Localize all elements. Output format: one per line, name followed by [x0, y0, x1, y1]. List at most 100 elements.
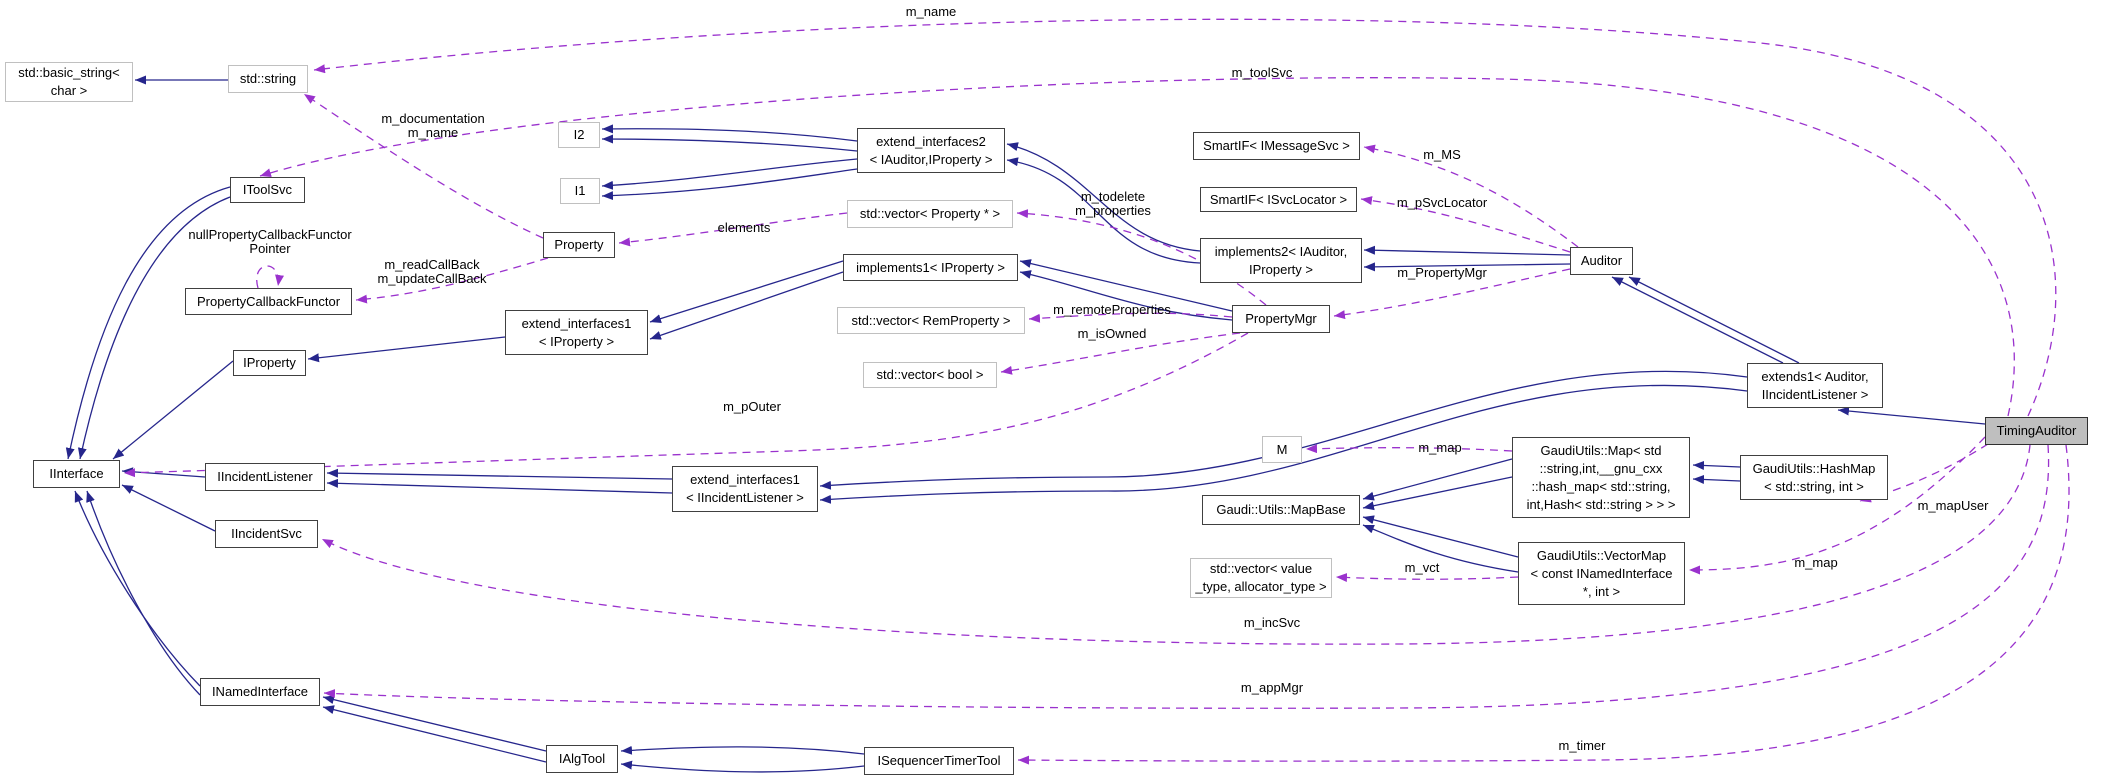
node-ialgtool-label: IAlgTool — [558, 751, 606, 766]
node-propertymgr[interactable]: PropertyMgr — [1232, 305, 1330, 333]
edge-label-line: m_updateCallBack — [377, 271, 487, 286]
edge-label-line: m_appMgr — [1240, 680, 1304, 695]
node-iinterface[interactable]: IInterface — [33, 460, 120, 488]
edge-propertymgr-to-vec_bool — [1000, 332, 1241, 375]
node-iincidentlistener[interactable]: IIncidentListener — [205, 463, 325, 491]
node-impl1[interactable]: implements1< IProperty > — [843, 254, 1018, 281]
edge-timingauditor-to-gvectormap — [1688, 436, 1986, 575]
node-extends1-label: IIncidentListener > — [1761, 386, 1869, 402]
node-basic_string[interactable]: std::basic_string<char > — [5, 62, 133, 102]
node-gmap[interactable]: GaudiUtils::Map< std::string,int,__gnu_c… — [1512, 437, 1690, 518]
edge-label-line: m_name — [905, 4, 957, 19]
edge-timingauditor-to-isequencertimertool — [1017, 444, 2070, 765]
edge-propertymgr-to-impl1 — [1019, 259, 1233, 312]
edge-label-m_incSvc: m_incSvc — [1244, 616, 1300, 630]
edge-label-m_name: m_name — [906, 5, 957, 19]
node-i2-label: I2 — [573, 127, 585, 142]
node-iincidentsvc-label: IIncidentSvc — [231, 526, 302, 541]
node-ghashmap-label: GaudiUtils::HashMap — [1752, 460, 1876, 476]
edge-label-line: m_isOwned — [1077, 326, 1147, 341]
edge-ei2-to-i1 — [601, 168, 858, 201]
edge-label-m_remoteProperties: m_remoteProperties — [1053, 303, 1171, 317]
node-i1-label: I1 — [574, 183, 586, 198]
edge-gmap-to-m_box — [1305, 444, 1513, 454]
node-gmap-label: GaudiUtils::Map< std — [1540, 442, 1662, 458]
edge-ei2-to-i2 — [601, 134, 858, 152]
edge-extends1-to-auditor — [1628, 276, 1800, 364]
node-smartif_msg[interactable]: SmartIF< IMessageSvc > — [1193, 132, 1360, 160]
edge-isequencertimertool-to-ialgtool — [620, 745, 865, 755]
node-itoolsvc-label: IToolSvc — [242, 182, 293, 197]
edge-label-line: m_pOuter — [723, 399, 781, 414]
edge-impl1-to-ei1_iproperty — [649, 271, 844, 340]
edge-timingauditor-to-inamedinterface — [323, 444, 2050, 709]
node-iincidentsvc[interactable]: IIncidentSvc — [215, 520, 318, 548]
node-impl2-label: IProperty > — [1249, 261, 1313, 277]
node-vec_bool[interactable]: std::vector< bool > — [863, 362, 997, 388]
node-ei1_iproperty-label: < IProperty > — [538, 333, 615, 349]
node-smartif_svc[interactable]: SmartIF< ISvcLocator > — [1200, 187, 1357, 212]
node-gvectormap[interactable]: GaudiUtils::VectorMap< const INamedInter… — [1518, 542, 1685, 605]
node-auditor[interactable]: Auditor — [1570, 247, 1633, 275]
node-inamedinterface[interactable]: INamedInterface — [200, 678, 320, 706]
edge-property-to-std_string — [303, 93, 544, 239]
edge-label-m_toolSvc: m_toolSvc — [1232, 66, 1293, 80]
edge-extends1-to-ei1_iil — [819, 370, 1748, 490]
node-ghashmap[interactable]: GaudiUtils::HashMap< std::string, int > — [1740, 455, 1888, 500]
node-vec_valuetype-label: std::vector< value — [1209, 561, 1313, 576]
node-property-label: Property — [554, 237, 604, 252]
node-vec_property[interactable]: std::vector< Property * > — [847, 200, 1013, 228]
node-pcf[interactable]: PropertyCallbackFunctor — [185, 288, 352, 315]
node-ei1_iproperty-label: extend_interfaces1 — [521, 315, 632, 331]
node-std_string-label: std::string — [239, 71, 297, 86]
node-vec_valuetype[interactable]: std::vector< value_type, allocator_type … — [1190, 558, 1332, 598]
node-ei2[interactable]: extend_interfaces2< IAuditor,IProperty > — [857, 128, 1005, 173]
node-timingauditor[interactable]: TimingAuditor — [1985, 417, 2088, 445]
edge-label-m_pOuter: m_pOuter — [723, 400, 781, 414]
edge-label-m_vct: m_vct — [1405, 561, 1440, 575]
edge-impl2-to-ei2 — [1006, 142, 1201, 252]
edge-ialgtool-to-inamedinterface — [322, 705, 547, 763]
edge-label-line: m_timer — [1558, 738, 1606, 753]
edge-propertymgr-to-vec_remproperty — [1028, 312, 1233, 323]
node-impl2[interactable]: implements2< IAuditor,IProperty > — [1200, 238, 1362, 283]
node-ei1_iproperty[interactable]: extend_interfaces1 < IProperty > — [505, 310, 648, 355]
node-std_string[interactable]: std::string — [228, 65, 308, 93]
node-extends1[interactable]: extends1< Auditor,IIncidentListener > — [1747, 363, 1883, 408]
node-ei2-label: < IAuditor,IProperty > — [869, 151, 993, 167]
edge-label-line: m_map — [1418, 440, 1462, 455]
edge-impl2-to-ei2 — [1006, 157, 1201, 264]
node-vec_bool-label: std::vector< bool > — [876, 367, 984, 382]
node-ialgtool[interactable]: IAlgTool — [546, 745, 618, 773]
edge-ghashmap-to-gmap — [1692, 460, 1741, 470]
edge-inamedinterface-to-iinterface — [86, 490, 201, 696]
node-ei1_iil[interactable]: extend_interfaces1< IIncidentListener > — [672, 466, 818, 512]
edge-itoolsvc-to-iinterface — [65, 186, 231, 460]
edge-auditor-to-propertymgr — [1333, 268, 1571, 320]
edge-label-line: m_mapUser — [1917, 498, 1989, 513]
node-i1[interactable]: I1 — [560, 178, 600, 204]
node-iincidentlistener-label: IIncidentListener — [217, 469, 313, 484]
node-vec_remproperty-label: std::vector< RemProperty > — [851, 312, 1011, 328]
node-itoolsvc[interactable]: IToolSvc — [230, 177, 305, 203]
edge-label-m_MS: m_MS — [1423, 148, 1461, 162]
edge-label-line: m_documentation — [381, 111, 485, 126]
node-smartif_svc-label: SmartIF< ISvcLocator > — [1209, 191, 1348, 207]
node-m_box-label: M — [1276, 441, 1288, 457]
edge-label-line: m_name — [407, 125, 459, 140]
edge-label-line: m_pSvcLocator — [1396, 195, 1488, 210]
node-vec_remproperty[interactable]: std::vector< RemProperty > — [837, 307, 1025, 334]
node-property[interactable]: Property — [543, 232, 615, 258]
node-isequencertimertool[interactable]: ISequencerTimerTool — [864, 747, 1014, 775]
edge-gmap-to-mapbase — [1362, 458, 1513, 501]
edge-impl1-to-ei1_iproperty — [649, 260, 844, 323]
node-ghashmap-label: < std::string, int > — [1764, 478, 1864, 494]
edge-auditor-to-smartif_msg — [1363, 144, 1579, 248]
node-mapbase[interactable]: Gaudi::Utils::MapBase — [1202, 495, 1360, 525]
edge-label-line: m_MS — [1423, 147, 1461, 162]
node-impl1-label: implements1< IProperty > — [856, 259, 1005, 275]
node-m_box[interactable]: M — [1262, 436, 1302, 463]
node-iproperty[interactable]: IProperty — [233, 350, 306, 376]
edge-extends1-to-ei1_iil — [819, 384, 1748, 504]
node-i2[interactable]: I2 — [558, 122, 600, 148]
